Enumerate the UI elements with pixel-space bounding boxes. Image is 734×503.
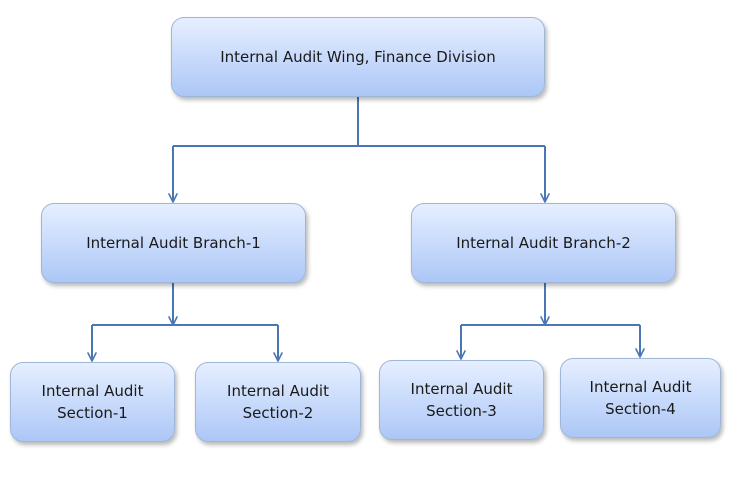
node-label-section-3: Internal Audit Section-3 xyxy=(410,380,513,420)
node-label-branch-2: Internal Audit Branch-2 xyxy=(456,234,631,252)
node-label-branch-1: Internal Audit Branch-1 xyxy=(86,234,261,252)
node-internal-audit-section-2: Internal Audit Section-2 xyxy=(195,362,361,442)
node-label-section-4: Internal Audit Section-4 xyxy=(589,378,692,418)
node-label-section-1: Internal Audit Section-1 xyxy=(41,382,144,422)
node-label-section-2: Internal Audit Section-2 xyxy=(227,382,329,422)
node-internal-audit-section-3: Internal Audit Section-3 xyxy=(379,360,544,440)
node-internal-audit-section-4: Internal Audit Section-4 xyxy=(560,358,721,438)
node-internal-audit-branch-2: Internal Audit Branch-2 xyxy=(411,203,676,283)
node-internal-audit-section-1: Internal Audit Section-1 xyxy=(10,362,175,442)
node-internal-audit-wing: Internal Audit Wing, Finance Division xyxy=(171,17,545,97)
node-label-root: Internal Audit Wing, Finance Division xyxy=(220,48,496,66)
node-internal-audit-branch-1: Internal Audit Branch-1 xyxy=(41,203,306,283)
